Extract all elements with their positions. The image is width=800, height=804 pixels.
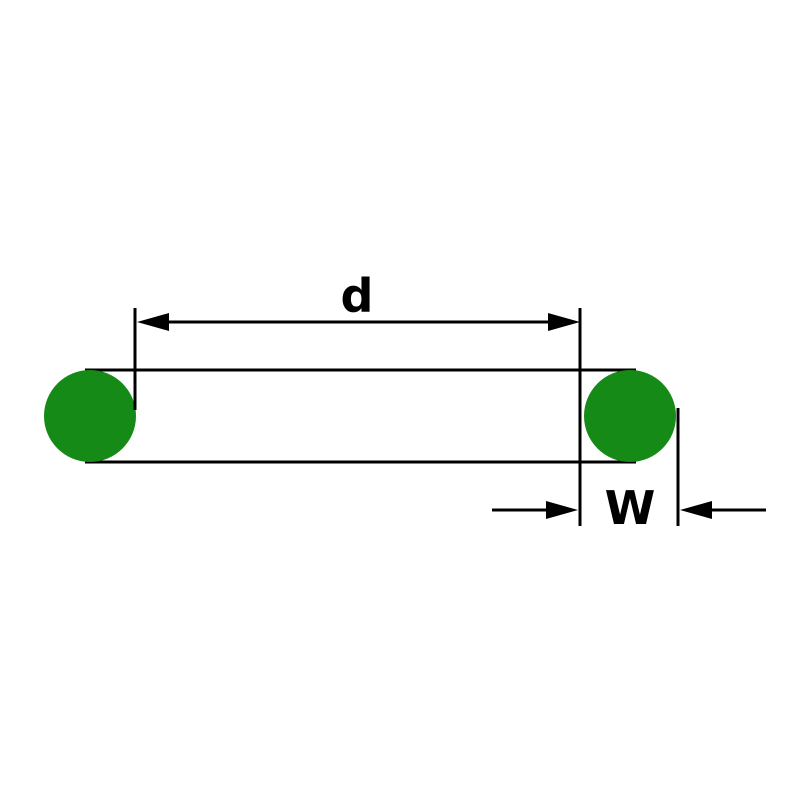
- diameter-arrowhead-right-icon: [548, 313, 580, 331]
- width-label: W: [605, 481, 656, 535]
- right-cross-section-circle: [584, 370, 676, 462]
- diameter-arrowhead-left-icon: [137, 313, 169, 331]
- width-arrowhead-right-icon: [680, 501, 712, 519]
- diameter-label: d: [341, 269, 374, 323]
- left-cross-section-circle: [44, 370, 136, 462]
- width-arrowhead-left-icon: [546, 501, 578, 519]
